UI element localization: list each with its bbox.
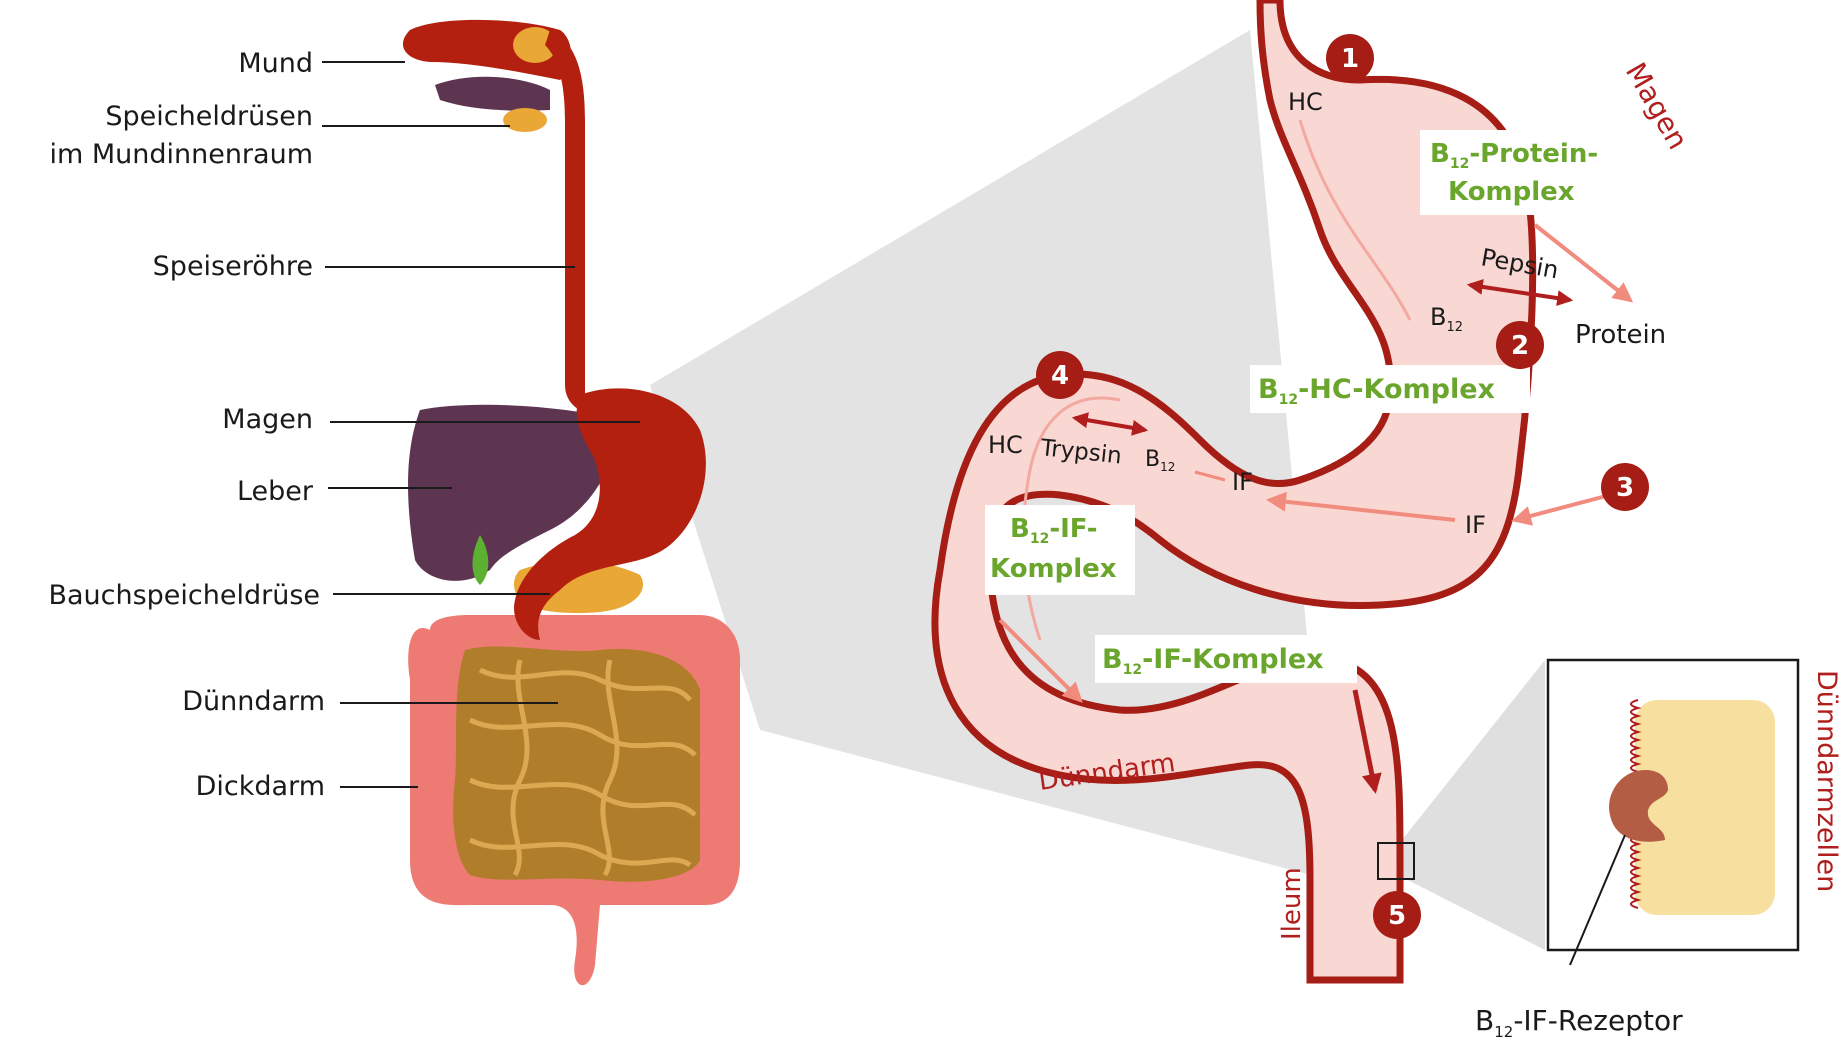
step-2: 2 bbox=[1496, 321, 1544, 369]
if-complex-a-line-1: B12-IF- bbox=[1010, 514, 1098, 547]
step-5: 5 bbox=[1373, 891, 1421, 939]
label-dickdarm: Dickdarm bbox=[196, 771, 325, 802]
digestive-system bbox=[403, 20, 740, 985]
svg-text:5: 5 bbox=[1388, 901, 1406, 931]
label-magen: Magen bbox=[222, 404, 313, 435]
svg-text:3: 3 bbox=[1616, 473, 1634, 503]
label-leber: Leber bbox=[237, 476, 314, 507]
label-speicheldruesen-2: im Mundinnenraum bbox=[49, 139, 313, 170]
intestinal-cell bbox=[1635, 700, 1775, 915]
if-complex-a-line-2: Komplex bbox=[990, 554, 1117, 584]
label-hc-lower: HC bbox=[988, 431, 1023, 459]
protein-complex-line-2: Komplex bbox=[1448, 177, 1575, 207]
label-rezeptor: B12-IF-Rezeptor bbox=[1475, 1004, 1683, 1040]
salivary-gland-2 bbox=[503, 108, 547, 132]
label-if-1: IF bbox=[1232, 468, 1253, 496]
label-protein: Protein bbox=[1575, 320, 1666, 350]
label-speicheldruesen: Speicheldrüsen bbox=[105, 101, 313, 132]
detail-label-magen: Magen bbox=[1619, 57, 1695, 155]
label-mund: Mund bbox=[238, 48, 313, 79]
label-duenndarm: Dünndarm bbox=[182, 686, 325, 717]
zoom-projection-small bbox=[1398, 660, 1545, 950]
svg-text:1: 1 bbox=[1341, 44, 1359, 74]
label-if-2: IF bbox=[1465, 511, 1486, 539]
step-3: 3 bbox=[1601, 463, 1649, 511]
detail-label-duenndarmzellen: Dünndarmzellen bbox=[1811, 670, 1842, 892]
step-4: 4 bbox=[1036, 351, 1084, 399]
label-hc-top: HC bbox=[1288, 88, 1323, 116]
label-speiseroehre: Speiseröhre bbox=[153, 251, 313, 282]
label-bauchspeicheldruese: Bauchspeicheldrüse bbox=[48, 580, 320, 611]
esophagus bbox=[545, 30, 610, 412]
svg-text:2: 2 bbox=[1511, 331, 1529, 361]
detail-label-ileum: Ileum bbox=[1277, 867, 1307, 940]
svg-text:4: 4 bbox=[1051, 361, 1069, 391]
step-1: 1 bbox=[1326, 34, 1374, 82]
